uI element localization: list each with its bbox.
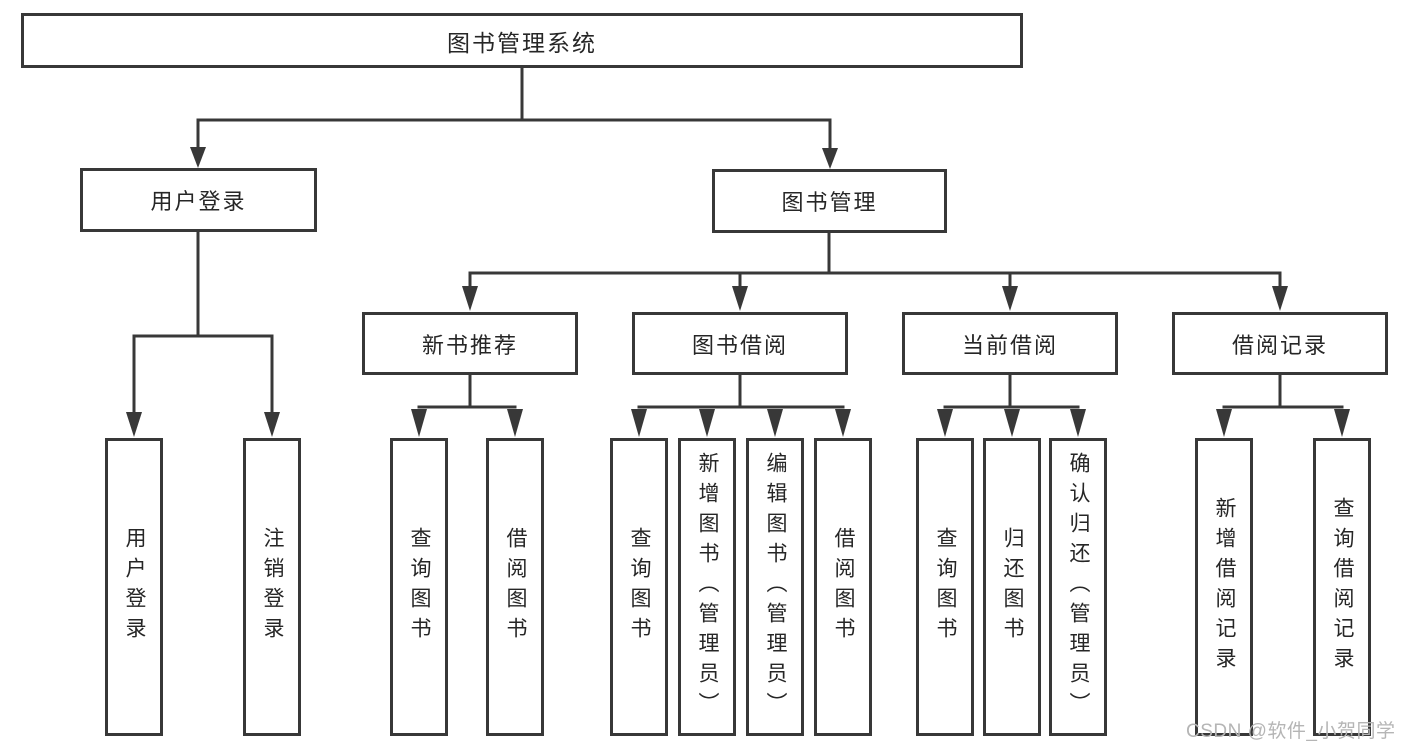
arrowheads <box>126 147 1350 437</box>
node-label: 图书借阅 <box>691 332 788 358</box>
leaf-query-book-3: 查询图书 <box>916 438 974 736</box>
node-label: 归还图书 <box>1001 527 1024 647</box>
node-label: 用户登录 <box>150 189 247 214</box>
node-label: 查询借阅记录 <box>1331 497 1354 677</box>
node-label: 新书推荐 <box>421 332 518 358</box>
leaf-user-login: 用户登录 <box>105 438 163 736</box>
node-user-login-branch: 用户登录 <box>80 168 317 232</box>
leaf-add-borrow-record: 新增借阅记录 <box>1195 438 1253 736</box>
csdn-watermark: CSDN @软件_小贺同学 <box>1186 721 1396 742</box>
node-label: 借阅记录 <box>1231 332 1328 358</box>
node-label: 查询图书 <box>934 527 957 647</box>
node-label: 新增图书（管理员） <box>696 452 719 722</box>
node-label: 图书管理系统 <box>447 29 597 56</box>
node-label: 借阅图书 <box>832 527 855 647</box>
leaf-query-book-1: 查询图书 <box>390 438 448 736</box>
leaf-borrow-book-2: 借阅图书 <box>814 438 872 736</box>
leaf-query-book-2: 查询图书 <box>610 438 668 736</box>
leaf-logout: 注销登录 <box>243 438 301 736</box>
node-current-borrow: 当前借阅 <box>902 312 1118 375</box>
leaf-query-borrow-record: 查询借阅记录 <box>1313 438 1371 736</box>
node-label: 当前借阅 <box>961 332 1058 358</box>
node-label: 图书管理 <box>781 190 878 215</box>
leaf-return-book: 归还图书 <box>983 438 1041 736</box>
node-borrow-record: 借阅记录 <box>1172 312 1388 375</box>
node-label: 确认归还（管理员） <box>1067 452 1090 722</box>
node-label: 借阅图书 <box>504 527 527 647</box>
node-new-book-recommend: 新书推荐 <box>362 312 578 375</box>
node-label: 查询图书 <box>408 527 431 647</box>
node-label: 编辑图书（管理员） <box>764 452 787 722</box>
leaf-borrow-book-1: 借阅图书 <box>486 438 544 736</box>
node-book-borrow: 图书借阅 <box>632 312 848 375</box>
node-label: 新增借阅记录 <box>1213 497 1236 677</box>
leaf-add-book-admin: 新增图书（管理员） <box>678 438 736 736</box>
node-label: 查询图书 <box>628 527 651 647</box>
leaf-confirm-return-admin: 确认归还（管理员） <box>1049 438 1107 736</box>
node-label: 注销登录 <box>261 527 284 647</box>
node-root-system: 图书管理系统 <box>21 13 1023 68</box>
node-label: 用户登录 <box>123 527 146 647</box>
node-book-management-branch: 图书管理 <box>712 169 947 233</box>
leaf-edit-book-admin: 编辑图书（管理员） <box>746 438 804 736</box>
